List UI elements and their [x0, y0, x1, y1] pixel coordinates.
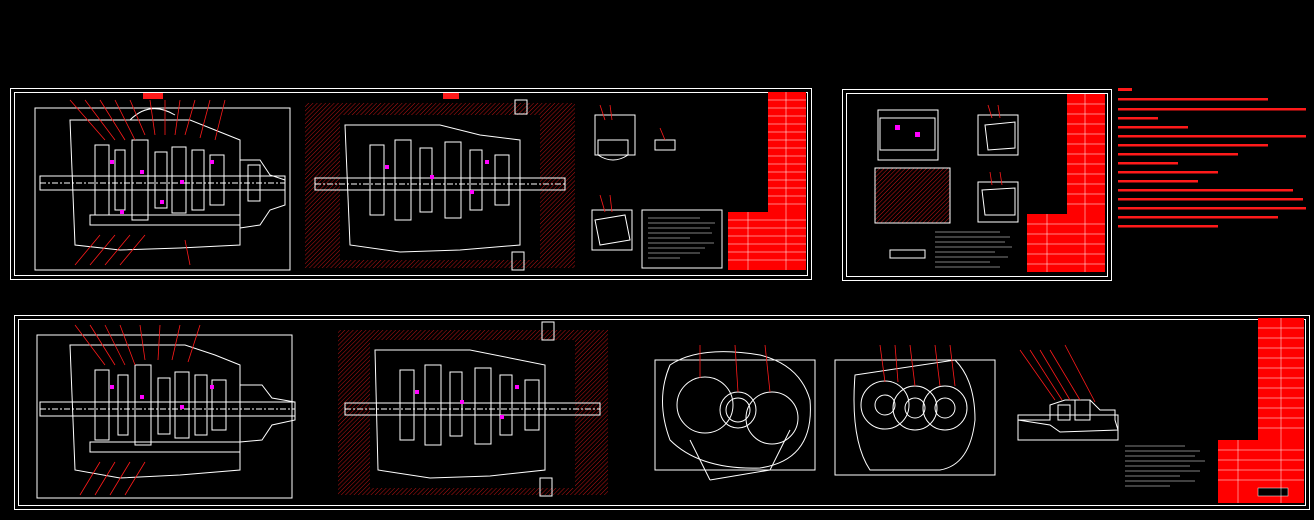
title-block-top-right: [1027, 94, 1105, 272]
drawing-sheet-top-right: [842, 89, 1112, 281]
gearbox-assembly-section-bottom: [36, 324, 296, 499]
technical-notes-top-left: [641, 209, 723, 269]
drawing-sheet-top-left: [10, 88, 812, 280]
title-block-top-left: [728, 92, 806, 270]
part-details-top-right: [874, 104, 1019, 259]
gearbox-assembly-exploded-bottom: [338, 321, 608, 497]
gear-layout-view-1: [654, 344, 816, 481]
title-block-bottom: [1218, 318, 1304, 503]
part-details-top-left: [591, 104, 676, 251]
drawing-sheet-bottom: [14, 315, 1310, 510]
gearbox-assembly-section-top: [34, 93, 291, 271]
technical-notes-top-right: [935, 231, 1012, 268]
gearbox-assembly-exploded-top: [305, 93, 575, 271]
shift-mechanism-detail: [1017, 344, 1119, 441]
technical-notes-bottom: [1125, 445, 1205, 487]
technical-requirements-notes: [1118, 88, 1306, 228]
gear-layout-view-2: [834, 344, 996, 476]
